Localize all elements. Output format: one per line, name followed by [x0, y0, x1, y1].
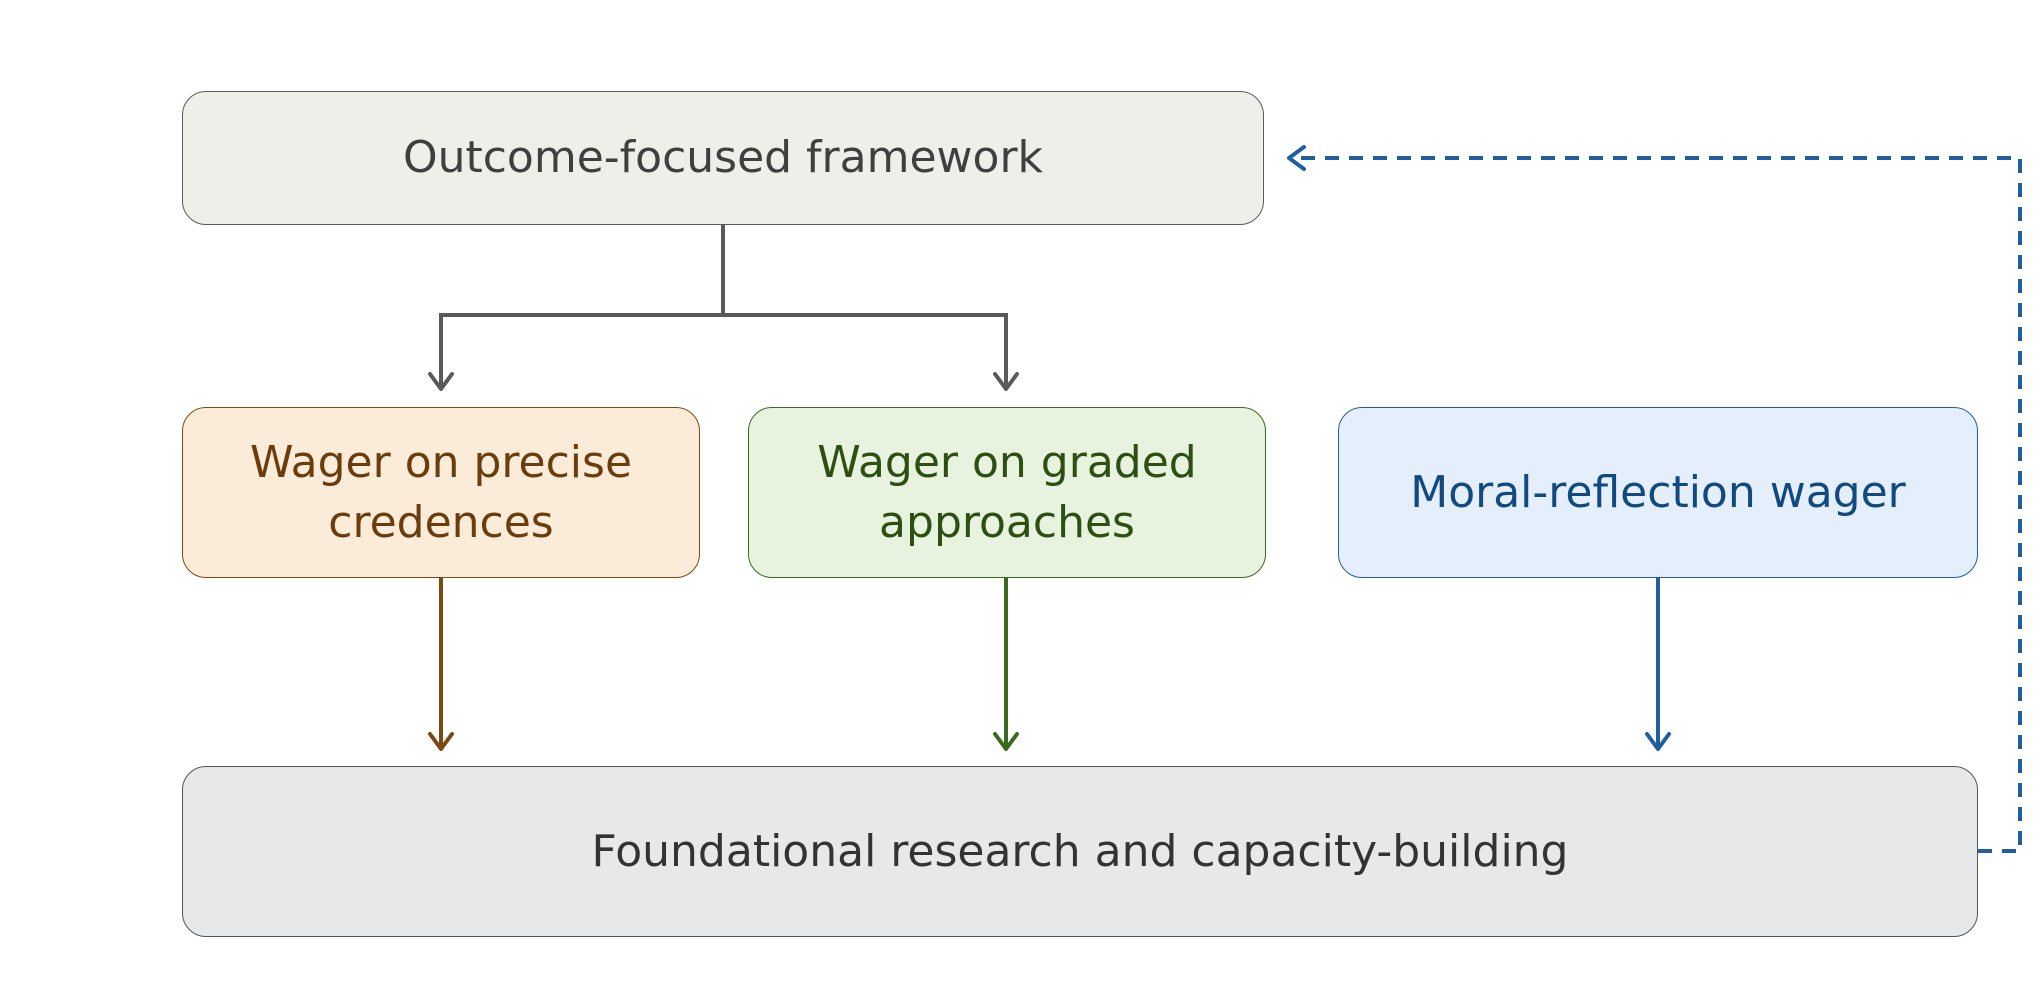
edge-precise-to-foundational — [428, 576, 454, 751]
node-outcome-focused-framework: Outcome-focused framework — [182, 91, 1264, 225]
node-wager-precise-credences: Wager on precise credences — [182, 407, 700, 578]
node-label: Outcome-focused framework — [402, 132, 1044, 183]
edge-outcome-to-wagers — [439, 225, 1008, 388]
node-wager-graded-approaches: Wager on graded approaches — [748, 407, 1266, 578]
arrowhead-to-outcome — [1287, 145, 1306, 171]
arrowhead-to-precise — [428, 372, 454, 391]
node-label-line2: credences — [328, 496, 554, 548]
node-label: Moral-reflection wager — [1410, 466, 1906, 518]
node-label-line2: approaches — [879, 496, 1135, 548]
edge-moral-to-foundational — [1645, 576, 1671, 751]
arrowhead-to-graded — [993, 372, 1019, 391]
edge-graded-to-foundational — [993, 576, 1019, 751]
node-label-line1: Wager on graded — [817, 436, 1197, 488]
node-moral-reflection-wager: Moral-reflection wager — [1338, 407, 1978, 578]
node-foundational-research: Foundational research and capacity-build… — [182, 766, 1978, 937]
node-label-line1: Wager on precise — [249, 436, 633, 488]
node-label: Foundational research and capacity-build… — [591, 825, 1569, 877]
